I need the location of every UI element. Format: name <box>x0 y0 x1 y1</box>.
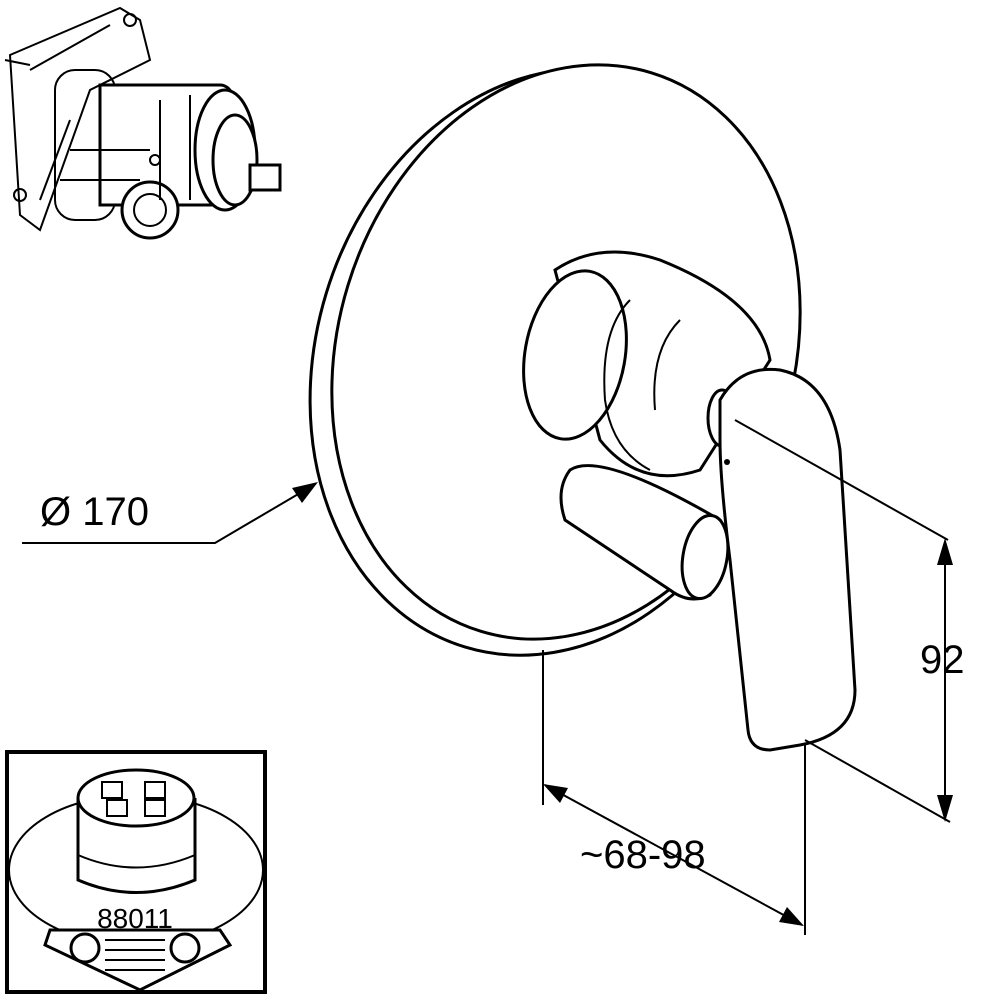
height-dimension: 92 <box>734 419 965 823</box>
rough-in-inset: 88011 <box>5 750 267 994</box>
diverter-knob <box>559 464 730 601</box>
height-label: 92 <box>920 638 965 682</box>
lever-handle[interactable] <box>706 367 857 752</box>
diameter-label: Ø 170 <box>40 490 149 534</box>
valve-body-illustration <box>4 6 282 240</box>
diameter-dimension: Ø 170 <box>22 482 318 544</box>
projection-label: ~68-98 <box>580 833 706 877</box>
projection-dimension: ~68-98 <box>542 650 806 935</box>
inset-part-number: 88011 <box>97 903 173 934</box>
